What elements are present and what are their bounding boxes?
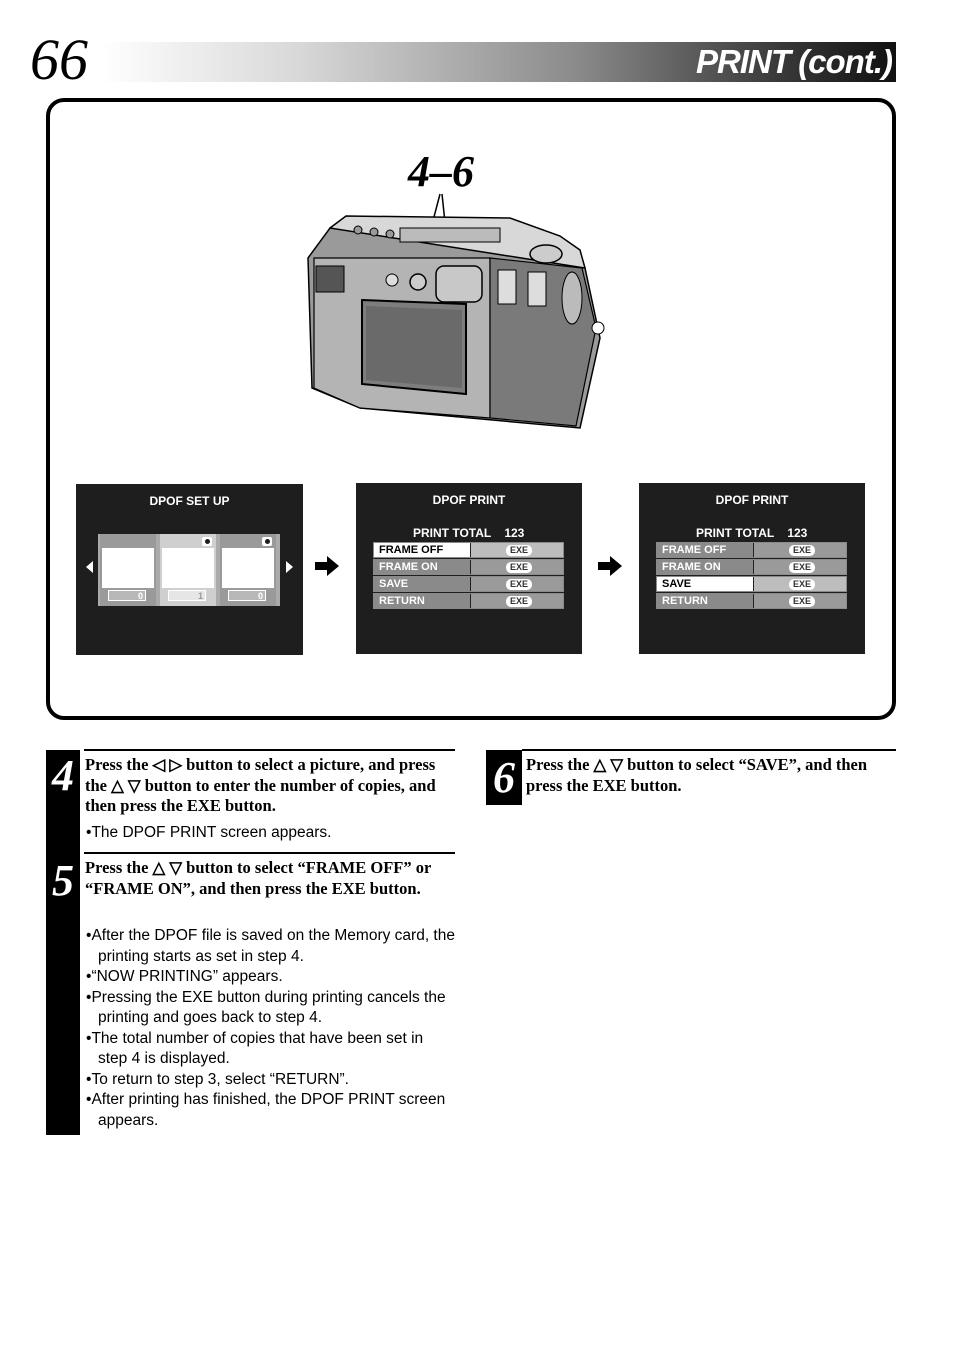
left-arrow-icon xyxy=(86,561,93,573)
step-sidebar xyxy=(46,750,80,1135)
illustration-frame xyxy=(46,98,896,720)
print-total: PRINT TOTAL 123 xyxy=(696,526,808,540)
copy-count: 0 xyxy=(108,590,146,601)
step-5-notes: •After the DPOF file is saved on the Mem… xyxy=(86,926,456,1131)
copy-count: 1 xyxy=(168,590,206,601)
step-4-notes: •The DPOF PRINT screen appears. xyxy=(86,823,456,844)
bullet-item: •To return to step 3, select “RETURN”. xyxy=(86,1070,349,1088)
divider xyxy=(84,749,455,751)
step-4-instruction: Press the ◁ ▷ button to select a picture… xyxy=(85,755,436,815)
thumbnail: 0 xyxy=(100,534,156,606)
divider xyxy=(522,749,896,751)
flow-arrow-icon xyxy=(315,556,339,576)
step-reference-label: 4–6 xyxy=(408,147,474,196)
bullet-item: •The DPOF PRINT screen appears. xyxy=(86,824,332,841)
screen-title: DPOF PRINT xyxy=(715,493,789,507)
page-number: 66 xyxy=(30,27,88,92)
step-5-instruction: Press the △ ▽ button to select “FRAME OF… xyxy=(85,858,432,898)
step-number-5: 5 xyxy=(52,856,74,905)
print-mark-icon xyxy=(262,537,272,546)
step-6-instruction: Press the △ ▽ button to select “SAVE”, a… xyxy=(526,755,868,795)
thumbnail: 0 xyxy=(220,534,276,606)
thumbnail-selected: 1 xyxy=(160,534,216,606)
dpof-setup-screen: DPOF SET UP 0 1 0 xyxy=(76,484,303,655)
bullet-item: •“NOW PRINTING” appears. xyxy=(86,968,283,985)
right-arrow-icon xyxy=(286,561,293,573)
divider xyxy=(84,852,455,854)
flow-arrow-icon xyxy=(598,556,622,576)
step-number-4: 4 xyxy=(52,751,74,800)
header-gradient-bar xyxy=(100,42,896,82)
bullet-item: •Pressing the EXE button during printing… xyxy=(86,988,446,1027)
print-total: PRINT TOTAL 123 xyxy=(413,526,525,540)
copy-count: 0 xyxy=(228,590,266,601)
screen-title: DPOF PRINT xyxy=(432,493,506,507)
print-mark-icon xyxy=(202,537,212,546)
bullet-item: •After printing has finished, the DPOF P… xyxy=(86,1091,446,1129)
bullet-item: •The total number of copies that have be… xyxy=(86,1029,424,1068)
page-title: PRINT (cont.) xyxy=(696,43,893,80)
thumbnail-strip: 0 1 0 xyxy=(98,534,280,606)
screen-title: DPOF SET UP xyxy=(149,494,230,508)
bullet-item: •After the DPOF file is saved on the Mem… xyxy=(86,927,455,965)
step-number-6: 6 xyxy=(486,750,522,805)
camera-illustration xyxy=(307,193,605,429)
